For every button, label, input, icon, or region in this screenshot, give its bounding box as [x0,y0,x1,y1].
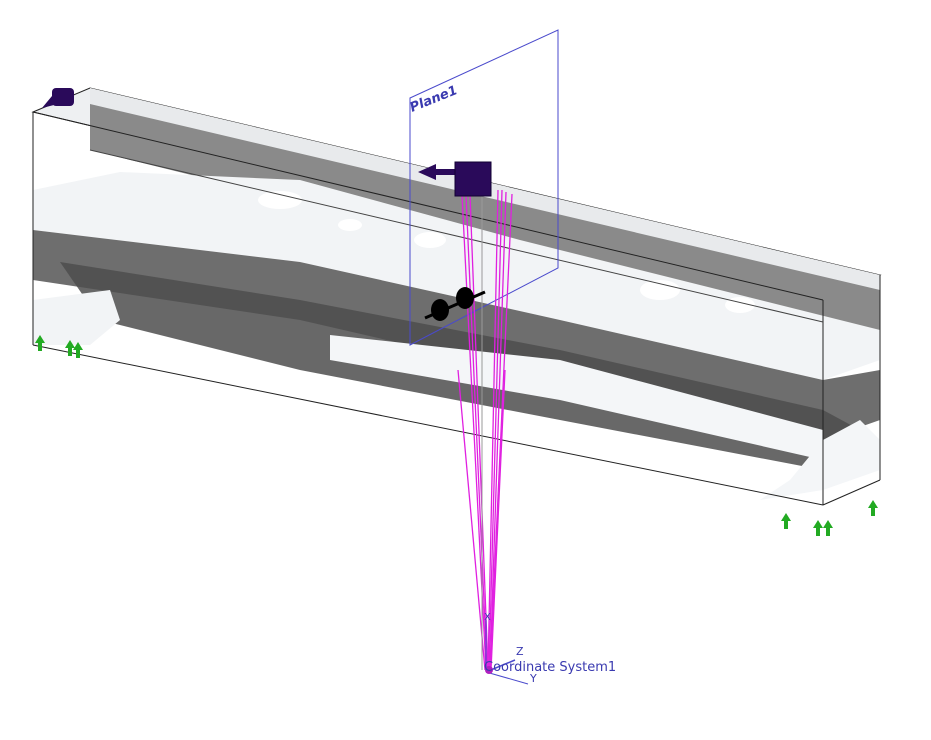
origin-icon [485,666,493,674]
beam-bottom-left-foot [33,290,120,345]
axis-y-label: Y [529,672,537,685]
fixture-arrow-icon [868,500,878,516]
bearing-markers[interactable] [424,287,486,321]
fixture-arrow-icon [65,340,75,356]
beam-light-strip [330,335,823,460]
plane1-label[interactable]: Plane1 [408,83,460,116]
ray-bundle [457,189,513,671]
fixture-arrow-icon [781,513,791,529]
fixture-arrow-icon [35,335,45,351]
coordinate-system-label[interactable]: Coordinate System1 [484,660,616,675]
plane1-outline [409,29,559,346]
remote-load-marker[interactable] [418,161,492,197]
beam-box-edges [32,111,881,506]
beam-bottom-right-foot [760,420,880,500]
coordinate-system1[interactable]: X Z Y Coordinate System1 [484,612,616,685]
axis-z-label: Z [516,645,524,658]
load-cube-icon [454,161,492,197]
fixture-arrow-icon [823,520,833,536]
corner-load-marker[interactable] [42,88,74,108]
fixture-arrow-icon [73,342,83,358]
beam-web-upper [33,172,880,380]
axis-x-label: X [484,612,491,623]
fixture-arrows[interactable] [35,335,878,536]
fixture-arrow-icon [813,520,823,536]
load-arrow-icon [418,164,436,180]
